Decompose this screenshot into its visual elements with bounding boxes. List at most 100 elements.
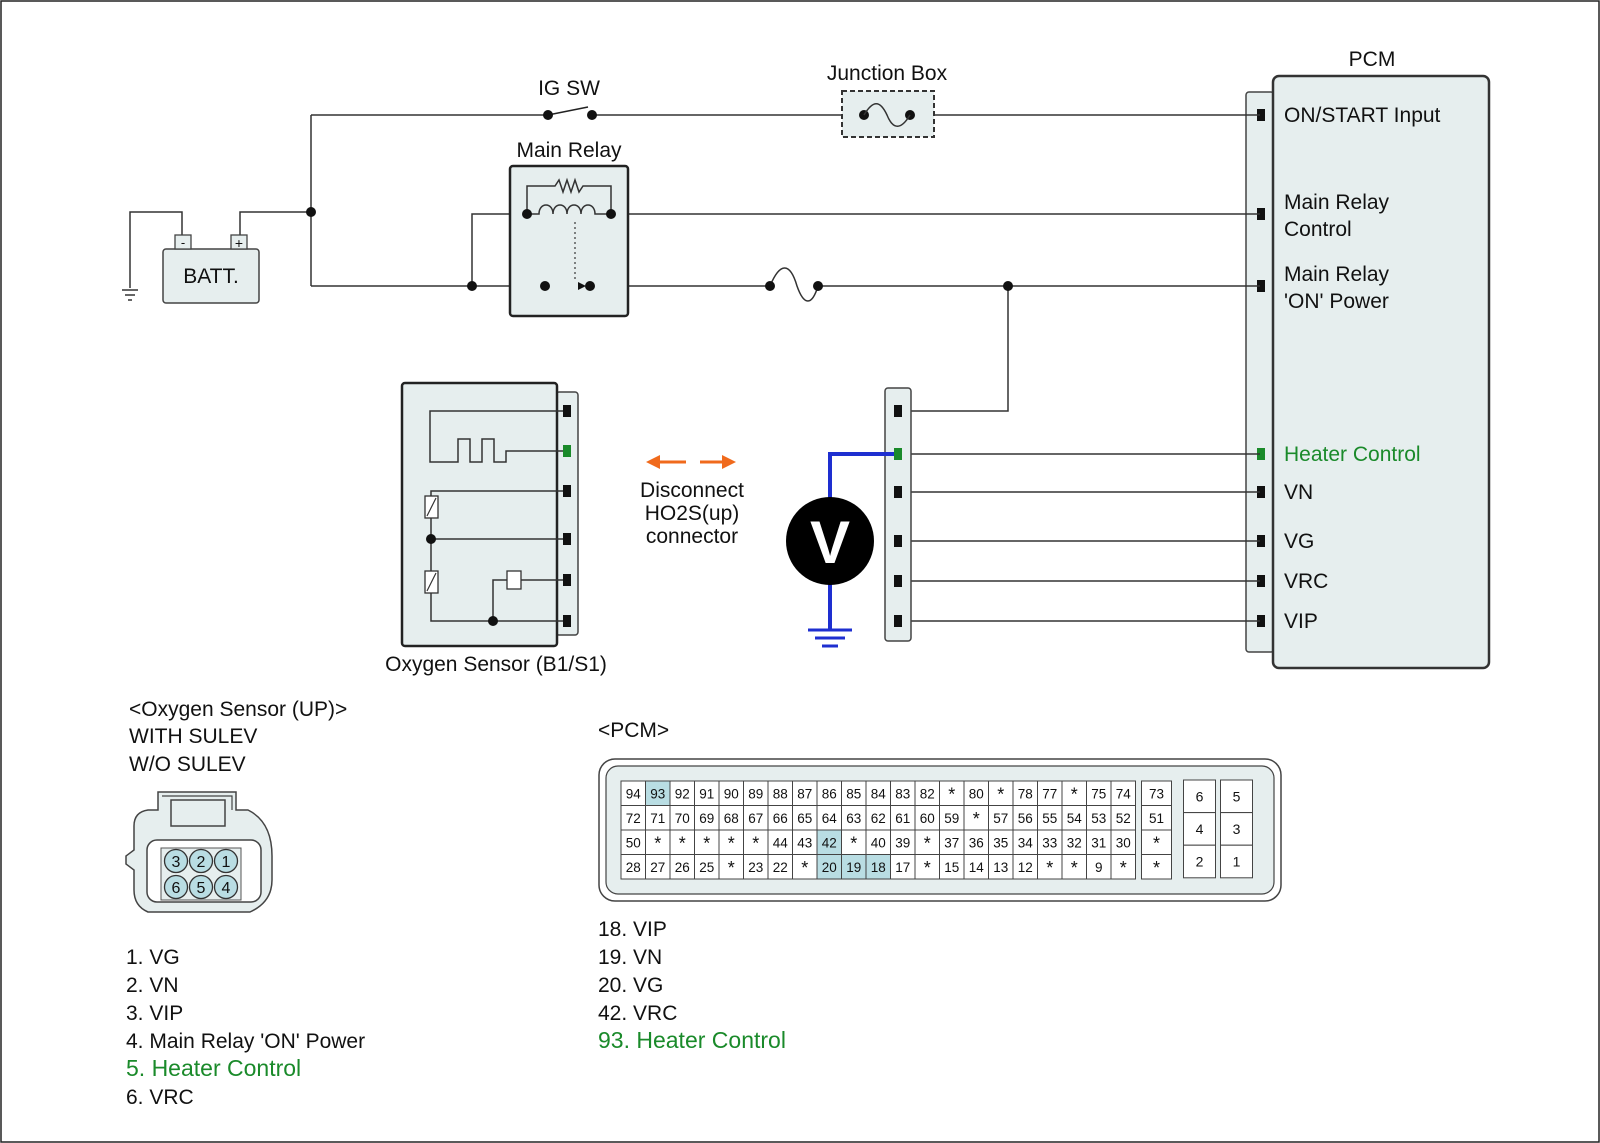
relay-contact-icon: [578, 282, 586, 290]
pcm-grid-label: 54: [1067, 811, 1083, 826]
pcm-grid-label: 35: [993, 835, 1008, 850]
pcm-grid-cell: [1183, 812, 1216, 846]
pcm-grid-cell: [1086, 854, 1112, 880]
pcm-grid-cell: [816, 829, 842, 855]
pcm-grid-label: 65: [797, 811, 812, 826]
oxygen-sensor: Oxygen Sensor (B1/S1): [385, 381, 607, 676]
arrow-left-icon: [646, 455, 660, 469]
pcm-grid-label: *: [1071, 784, 1078, 804]
pcm-grid-label: 25: [699, 860, 714, 875]
sensor-pin-label: 5: [197, 880, 206, 897]
pcm-grid-label: 1: [1233, 854, 1241, 870]
relay-coil-icon: [527, 204, 611, 215]
pcm-grid-label: 14: [969, 860, 985, 875]
battery-body: [162, 248, 260, 304]
pcm-grid-label: 52: [1116, 811, 1131, 826]
pcm-grid-label: 5: [1233, 788, 1241, 804]
sensor-connector-sub2: W/O SULEV: [129, 753, 246, 776]
voltmeter: V: [786, 452, 894, 648]
pcm-grid-label: 73: [1149, 786, 1164, 801]
sensor-connector-latch: [170, 799, 226, 827]
pcm-grid-label: 57: [993, 811, 1008, 826]
pcm-grid-label: 51: [1149, 811, 1164, 826]
probe-wire-positive: [828, 452, 894, 498]
pcm-grid-label: 13: [993, 860, 1008, 875]
pcm-grid-cell: [1061, 780, 1087, 806]
pcm-grid-label: *: [679, 833, 686, 853]
pcm-grid-label: 39: [895, 835, 910, 850]
pcm-grid-cell: [1012, 805, 1038, 831]
battery-label: BATT.: [183, 265, 239, 288]
pcm-grid-label: 43: [797, 835, 812, 850]
pcm-grid-cell: [939, 780, 965, 806]
pcm-pin-label: Control: [1284, 218, 1352, 241]
pcm-grid-cell: [890, 780, 916, 806]
sensor-pin-label: 1: [222, 854, 231, 871]
junction-box-body: [841, 90, 935, 138]
pcm-grid-cell: [841, 854, 867, 880]
pcm-connector-strip: [1245, 91, 1275, 653]
sensor-legend-item: 6. VRC: [126, 1086, 194, 1109]
pcm-grid-label: 4: [1196, 821, 1204, 837]
pcm-grid-label: 56: [1018, 811, 1033, 826]
pcm-grid-label: 85: [846, 786, 861, 801]
pcm-grid-cell: [865, 805, 891, 831]
pcm-grid-cell: [1037, 854, 1063, 880]
pcm-grid-cell: [963, 780, 989, 806]
sensor-legend-item: 3. VIP: [126, 1002, 183, 1025]
pcm-grid-label: 68: [724, 811, 739, 826]
pcm-pin-label: VN: [1284, 481, 1313, 504]
sensor-pin-label: 4: [222, 880, 231, 897]
pcm-grid-label: 9: [1095, 860, 1103, 875]
pcm-pin-label: Heater Control: [1284, 443, 1421, 466]
pcm-connector-title: <PCM>: [598, 719, 669, 742]
pcm-pin: [1257, 208, 1265, 220]
pcm-pin: [1257, 535, 1265, 547]
sensor-legend-item: 1. VG: [126, 946, 180, 969]
pcm-grid-label: 23: [748, 860, 763, 875]
ig-sw-label: IG SW: [538, 77, 600, 100]
pcm-grid-label: *: [1153, 833, 1160, 853]
pcm-grid-label: 91: [699, 786, 714, 801]
pcm-grid-label: *: [654, 833, 661, 853]
pcm-grid-label: 83: [895, 786, 910, 801]
pcm-grid-cell: [1220, 779, 1253, 814]
pcm-grid-cell: [1141, 780, 1172, 806]
battery-ground-wire: [129, 211, 183, 288]
sensor-connector-face: <Oxygen Sensor (UP)> WITH SULEV W/O SULE…: [125, 698, 365, 1109]
pcm-pin-label: VIP: [1284, 610, 1318, 633]
pcm-legend-item: 93. Heater Control: [598, 1027, 786, 1053]
battery-plus-label: +: [235, 235, 243, 251]
sensor-pin-label: 3: [172, 854, 181, 871]
pcm-grid-label: 80: [969, 786, 984, 801]
pcm-pin-label: ON/START Input: [1284, 104, 1441, 127]
main-relay-body: [508, 164, 630, 318]
pcm-grid-cell: [1183, 844, 1216, 879]
pcm-grid-cell: [963, 829, 989, 855]
pcm-grid-label: 19: [846, 860, 861, 875]
battery: - + BATT.: [162, 234, 260, 304]
pcm-grid-cell: [988, 854, 1014, 880]
junction-box: Junction Box: [827, 62, 948, 138]
pcm-legend-item: 18. VIP: [598, 918, 667, 941]
pcm-grid-label: 62: [871, 811, 886, 826]
sensor-connector-sub1: WITH SULEV: [129, 725, 257, 748]
pcm-grid-label: 12: [1018, 860, 1033, 875]
pcm-grid-label: 67: [748, 811, 763, 826]
pcm-grid-cell: [694, 854, 720, 880]
sensor-pin-label: 6: [172, 880, 181, 897]
pcm-grid-cell: [939, 854, 965, 880]
pcm-grid-cell: [963, 805, 989, 831]
pcm-pin: [1257, 280, 1265, 292]
pcm-grid-label: 78: [1018, 786, 1033, 801]
pcm-grid-label: *: [948, 784, 955, 804]
pcm-grid-label: 3: [1233, 821, 1241, 837]
pcm-grid-label: 27: [650, 860, 665, 875]
pcm-grid-label: 20: [822, 860, 837, 875]
pcm-grid-cell: [1086, 829, 1112, 855]
pcm-grid-label: 55: [1042, 811, 1057, 826]
